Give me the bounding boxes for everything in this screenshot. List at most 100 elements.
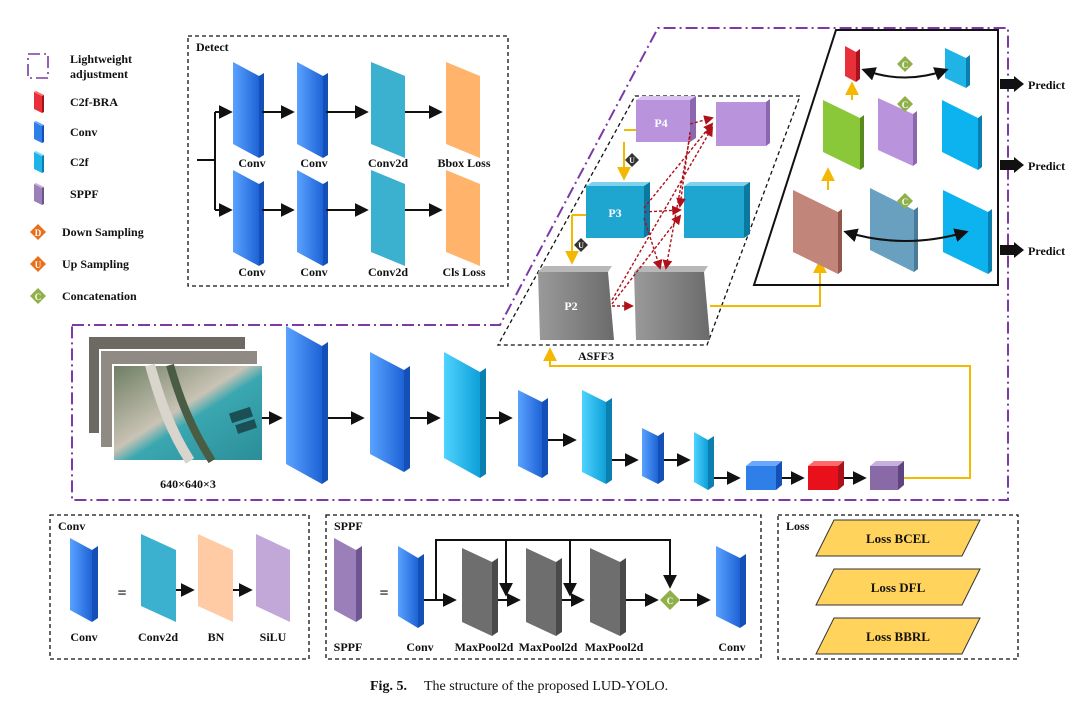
loss-bbrl-label: Loss BBRL [866, 629, 930, 644]
predict-label-3: Predict [1028, 244, 1065, 258]
conv-box-silu [256, 534, 290, 622]
asff-p2-label: P2 [564, 299, 577, 313]
backbone-conv-2 [370, 352, 410, 472]
legend-title-line2: adjustment [70, 67, 128, 81]
loss-dfl-label: Loss DFL [871, 580, 926, 595]
legend-item-down-sampling: Down Sampling [62, 225, 144, 239]
asff3-panel: ASFF3 P4 P3 P2 U U [496, 95, 827, 363]
asff-p2-out [634, 266, 710, 340]
backbone-conv-5 [746, 461, 782, 490]
down-sampling-icon: D [30, 224, 46, 240]
asff-p3-block [586, 182, 650, 238]
neck-mid-concat: C [897, 96, 913, 112]
backbone-c2f-1 [444, 352, 486, 478]
detect-row1-label-1: Conv [238, 156, 265, 170]
caption-fig-number: Fig. 5. [370, 679, 407, 694]
predict-label-1: Predict [1028, 78, 1065, 92]
sppf-box-equals: = [379, 585, 388, 602]
conv-box-part-bn: BN [208, 630, 225, 644]
concatenation-icon: C [30, 288, 46, 304]
conv-box-equals: = [117, 585, 126, 602]
detect-row2-conv2d [371, 170, 405, 266]
asff-p4-label: P4 [654, 116, 667, 130]
sppf-box-maxpool-1 [462, 548, 498, 636]
conv-swatch-icon [34, 121, 44, 143]
sppf-box-title: SPPF [334, 519, 363, 533]
sppf-box-conv-out [716, 546, 746, 628]
neck-top-concat: C [897, 56, 913, 72]
detect-row2-label-1: Conv [238, 265, 265, 279]
detect-row2-conv-b [297, 170, 328, 266]
loss-bcel-shape [815, 519, 981, 557]
svg-text:U: U [578, 241, 584, 250]
sppf-box-maxpool-2 [526, 548, 562, 636]
detect-title: Detect [196, 40, 229, 54]
sppf-box-part-maxpool-2: MaxPool2d [519, 640, 578, 654]
sppf-box-concat: C [660, 590, 680, 610]
asff-p4-out [716, 99, 770, 146]
input-size-label: 640×640×3 [160, 477, 216, 491]
sppf-swatch-icon [34, 183, 44, 205]
legend-item-c2f-bra: C2f-BRA [70, 95, 118, 109]
legend-title-line1: Lightweight [70, 52, 132, 66]
asff-upsample-badge-1: U [625, 153, 639, 167]
asff-p4-block [636, 96, 696, 142]
detect-row2-label-2: Conv [300, 265, 327, 279]
detect-frame [187, 35, 509, 287]
detect-row1-conv-b [297, 62, 328, 158]
detect-panel: Detect Conv Conv Conv2d Bbox Loss Conv C… [187, 35, 509, 287]
asff-p3-out [684, 182, 750, 238]
legend: Lightweight adjustment C2f-BRA Conv C2f … [27, 52, 144, 304]
c2f-swatch-icon [34, 151, 44, 173]
svg-text:C: C [667, 596, 674, 606]
lightweight-adjustment-swatch [27, 53, 49, 79]
neck-mid-right [942, 100, 982, 170]
backbone-sppf [870, 461, 904, 490]
loss-bbrl-shape [815, 617, 981, 655]
sppf-breakdown-panel: SPPF SPPF = C Conv MaxPool2d MaxPool2d M… [325, 514, 762, 660]
neck-mid-green [823, 100, 864, 170]
detect-row2-conv-a [233, 170, 264, 266]
backbone-c2f-2 [582, 390, 612, 484]
sppf-box-sppf-block [334, 538, 362, 622]
legend-item-c2f: C2f [70, 155, 90, 169]
neck-c2f-bra-block [845, 46, 860, 82]
svg-text:C: C [902, 60, 909, 70]
conv-box-left-label: Conv [70, 630, 97, 644]
asff3-frame [496, 95, 801, 346]
conv-box-conv-block [70, 538, 98, 622]
asff3-label: ASFF3 [578, 349, 614, 363]
c2f-bra-swatch-icon [34, 91, 44, 113]
svg-text:U: U [35, 260, 42, 270]
detect-row2-label-3: Conv2d [368, 265, 408, 279]
detect-row1-label-4: Bbox Loss [437, 156, 490, 170]
sppf-box-maxpool-3 [590, 548, 626, 636]
sppf-box-part-maxpool-3: MaxPool2d [585, 640, 644, 654]
loss-box-title: Loss [786, 519, 810, 533]
backbone-conv-4 [642, 428, 664, 484]
predict-arrow-1 [1000, 76, 1024, 92]
loss-panel: Loss Loss BCEL Loss DFL Loss BBRL [777, 514, 1019, 660]
detect-row1-label-2: Conv [300, 156, 327, 170]
lightweight-adjustment-frame [71, 27, 1009, 501]
backbone-conv-3 [518, 390, 548, 478]
legend-item-sppf: SPPF [70, 187, 99, 201]
predict-arrow-2 [1000, 157, 1024, 173]
neck-bot-right [943, 190, 992, 274]
svg-text:C: C [902, 100, 909, 110]
up-sampling-icon: U [30, 256, 46, 272]
neck-mid-purple [878, 98, 917, 166]
sppf-box-part-maxpool-1: MaxPool2d [455, 640, 514, 654]
predict-arrow-3 [1000, 242, 1024, 258]
conv-box-part-silu: SiLU [260, 630, 287, 644]
detect-row1-label-3: Conv2d [368, 156, 408, 170]
sppf-box-left-label: SPPF [334, 640, 363, 654]
loss-bcel-label: Loss BCEL [866, 531, 930, 546]
conv-box-conv2d [141, 534, 176, 622]
svg-text:C: C [902, 197, 909, 207]
conv-box-title: Conv [58, 519, 85, 533]
asff-p3-label: P3 [608, 206, 621, 220]
conv-breakdown-panel: Conv Conv = Conv2d BN SiLU [49, 514, 310, 660]
detect-row1-conv-a [233, 62, 264, 158]
